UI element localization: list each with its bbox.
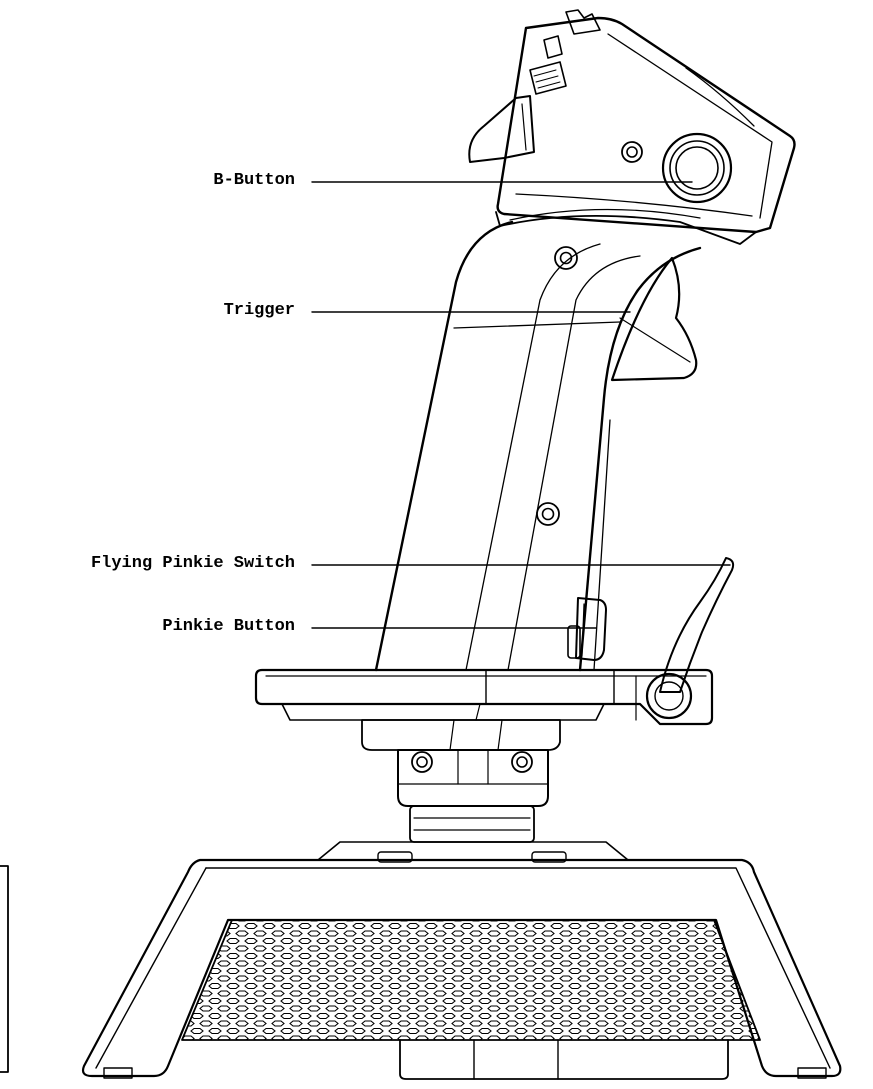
joystick-grip	[374, 220, 702, 672]
trigger-part	[610, 256, 698, 382]
joystick-platform	[254, 668, 714, 726]
b-button-label: B-Button	[213, 171, 295, 190]
flying-pinkie-switch-label: Flying Pinkie Switch	[90, 554, 295, 573]
b-button-part	[661, 132, 733, 204]
leader-lines	[311, 181, 731, 629]
joystick-base	[0, 841, 842, 1080]
flying-pinkie-switch-part	[645, 557, 735, 720]
joystick-head	[468, 9, 796, 245]
joystick-shaft	[361, 719, 561, 843]
pinkie-button-part	[567, 597, 607, 661]
pinkie-button-label: Pinkie Button	[162, 617, 295, 636]
trigger-label: Trigger	[223, 301, 295, 320]
